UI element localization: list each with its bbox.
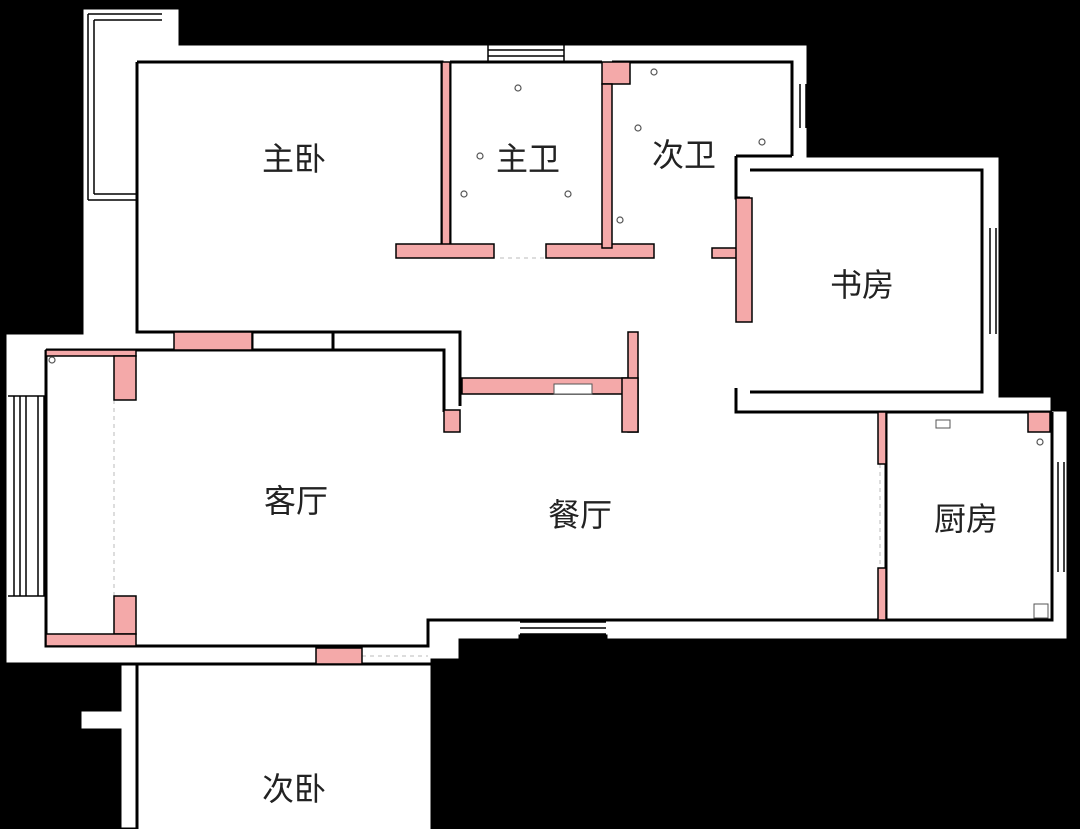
label-second-bedroom: 次卧 xyxy=(262,770,326,808)
pink-wall-segment xyxy=(441,61,451,249)
label-kitchen: 厨房 xyxy=(934,500,998,538)
vent-fixture xyxy=(935,419,951,429)
pink-wall-segment xyxy=(1027,411,1051,433)
pink-wall-segment xyxy=(45,349,137,357)
pink-wall-segment xyxy=(621,377,639,433)
ceiling-light xyxy=(564,190,572,198)
pink-wall-segment xyxy=(877,411,887,465)
label-dining-room: 餐厅 xyxy=(548,496,612,534)
ceiling-light xyxy=(634,124,642,132)
pink-wall-segment xyxy=(395,243,495,259)
pink-wall-segment xyxy=(45,633,137,647)
label-second-bath: 次卫 xyxy=(652,136,716,174)
label-living-room: 客厅 xyxy=(264,482,328,520)
pink-wall-segment xyxy=(113,595,137,635)
label-master-bath: 主卫 xyxy=(496,140,560,178)
pink-wall-segment xyxy=(545,243,655,259)
pink-wall-segment xyxy=(461,377,629,395)
drain-fixture xyxy=(1033,603,1049,619)
ceiling-light xyxy=(650,68,658,76)
pink-wall-segment xyxy=(601,83,613,249)
fixtures xyxy=(48,68,1049,619)
pink-wall-segment xyxy=(173,331,253,351)
windows xyxy=(8,13,1065,829)
pink-wall-segment xyxy=(443,409,461,433)
ceiling-light xyxy=(514,84,522,92)
ceiling-light xyxy=(48,356,56,364)
label-study: 书房 xyxy=(830,266,894,304)
ceiling-light xyxy=(616,216,624,224)
pink-wall-segment xyxy=(113,355,137,401)
pink-wall-segment xyxy=(735,197,753,323)
highlighted-walls xyxy=(45,61,1051,665)
pink-wall-segment xyxy=(877,567,887,621)
ceiling-light xyxy=(1036,438,1044,446)
door-openings xyxy=(113,257,881,657)
pink-wall-segment xyxy=(601,61,631,85)
pipe-fixture xyxy=(553,383,593,395)
label-master-bedroom: 主卧 xyxy=(262,140,326,178)
ceiling-light xyxy=(476,152,484,160)
ceiling-light xyxy=(758,138,766,146)
pink-wall-segment xyxy=(315,647,363,665)
room-labels: 主卧 主卫 次卫 书房 客厅 餐厅 厨房 次卧 xyxy=(262,136,998,808)
ceiling-light xyxy=(460,190,468,198)
pink-wall-segment xyxy=(711,247,739,259)
